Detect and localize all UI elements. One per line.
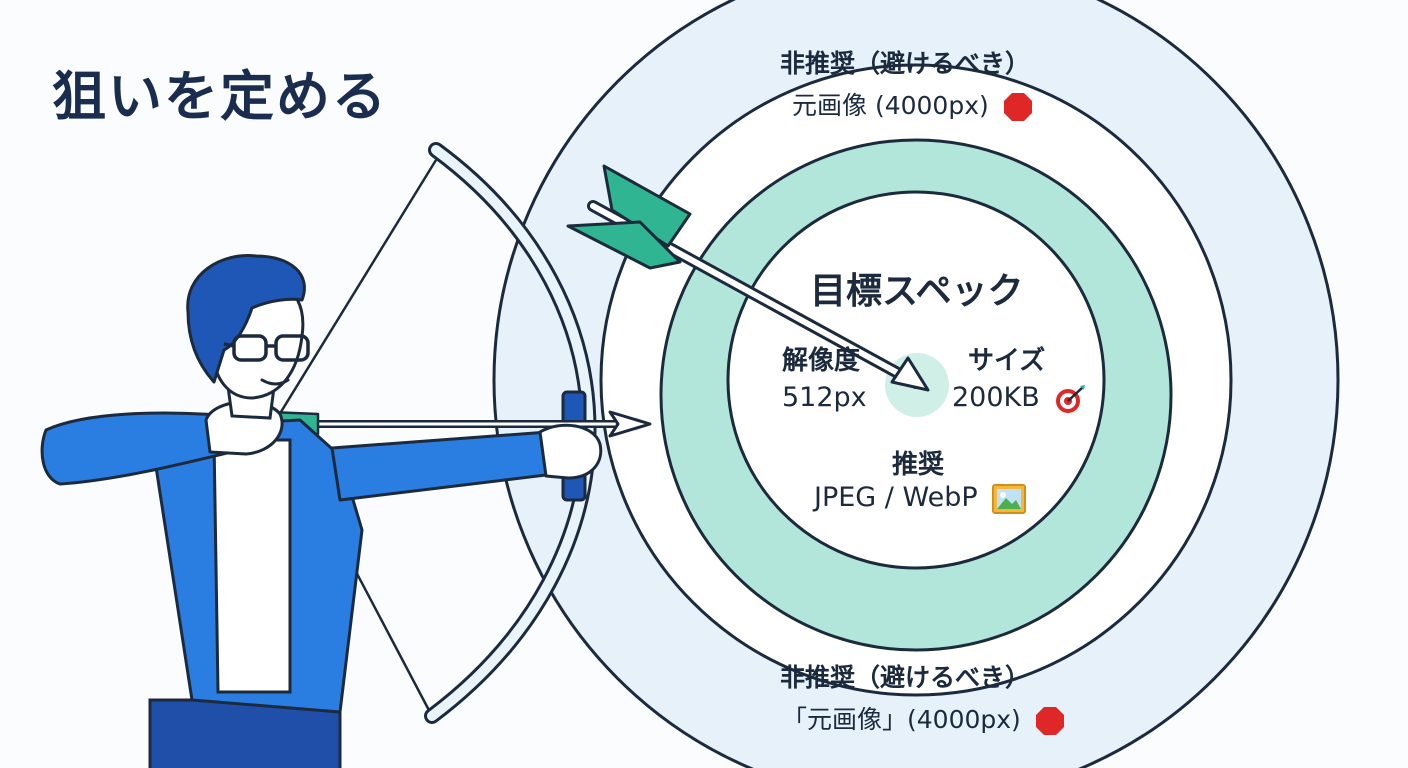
flying-arrow — [566, 164, 930, 392]
format-label: 推奨 — [892, 450, 945, 480]
archer-back-arm — [40, 411, 258, 486]
avoid-detail-bottom-text: 「元画像」(4000px) — [782, 705, 1021, 734]
archer-hair — [186, 254, 306, 384]
archer — [40, 254, 603, 768]
avoid-heading-bottom: 非推奨（避けるべき） — [780, 663, 1031, 692]
size-value: 200KB — [952, 382, 1040, 413]
resolution-value: 512px — [782, 382, 867, 413]
bow-string-top — [274, 159, 438, 421]
archer-pants — [148, 698, 342, 768]
format-value-row: JPEG / WebP — [814, 482, 1027, 514]
avoid-heading-top: 非推奨（避けるべき） — [780, 49, 1031, 78]
arrow-feather-bottom — [566, 220, 682, 270]
glasses-icon — [223, 334, 310, 362]
stop-sign-icon — [1035, 707, 1064, 735]
page-title: 狙いを定める — [52, 65, 388, 128]
stop-sign-icon — [1003, 93, 1032, 121]
size-label: サイズ — [968, 346, 1046, 376]
picture-icon — [992, 483, 1027, 514]
resolution-label: 解像度 — [782, 346, 861, 376]
archer-smile — [260, 378, 290, 386]
format-value: JPEG / WebP — [814, 482, 978, 513]
archer-bow-hand — [538, 423, 603, 480]
size-value-row: 200KB — [952, 382, 1086, 415]
target-spec-title: 目標スペック — [810, 271, 1024, 312]
avoid-detail-top: 元画像 (4000px) — [792, 86, 1033, 122]
arrow-feather-top — [602, 164, 692, 248]
archer-shirt — [212, 438, 292, 694]
avoid-detail-bottom: 「元画像」(4000px) — [782, 700, 1065, 736]
avoid-detail-top-text: 元画像 (4000px) — [792, 91, 989, 120]
target-icon — [1056, 384, 1086, 413]
outer-ring-line — [492, 0, 1340, 768]
